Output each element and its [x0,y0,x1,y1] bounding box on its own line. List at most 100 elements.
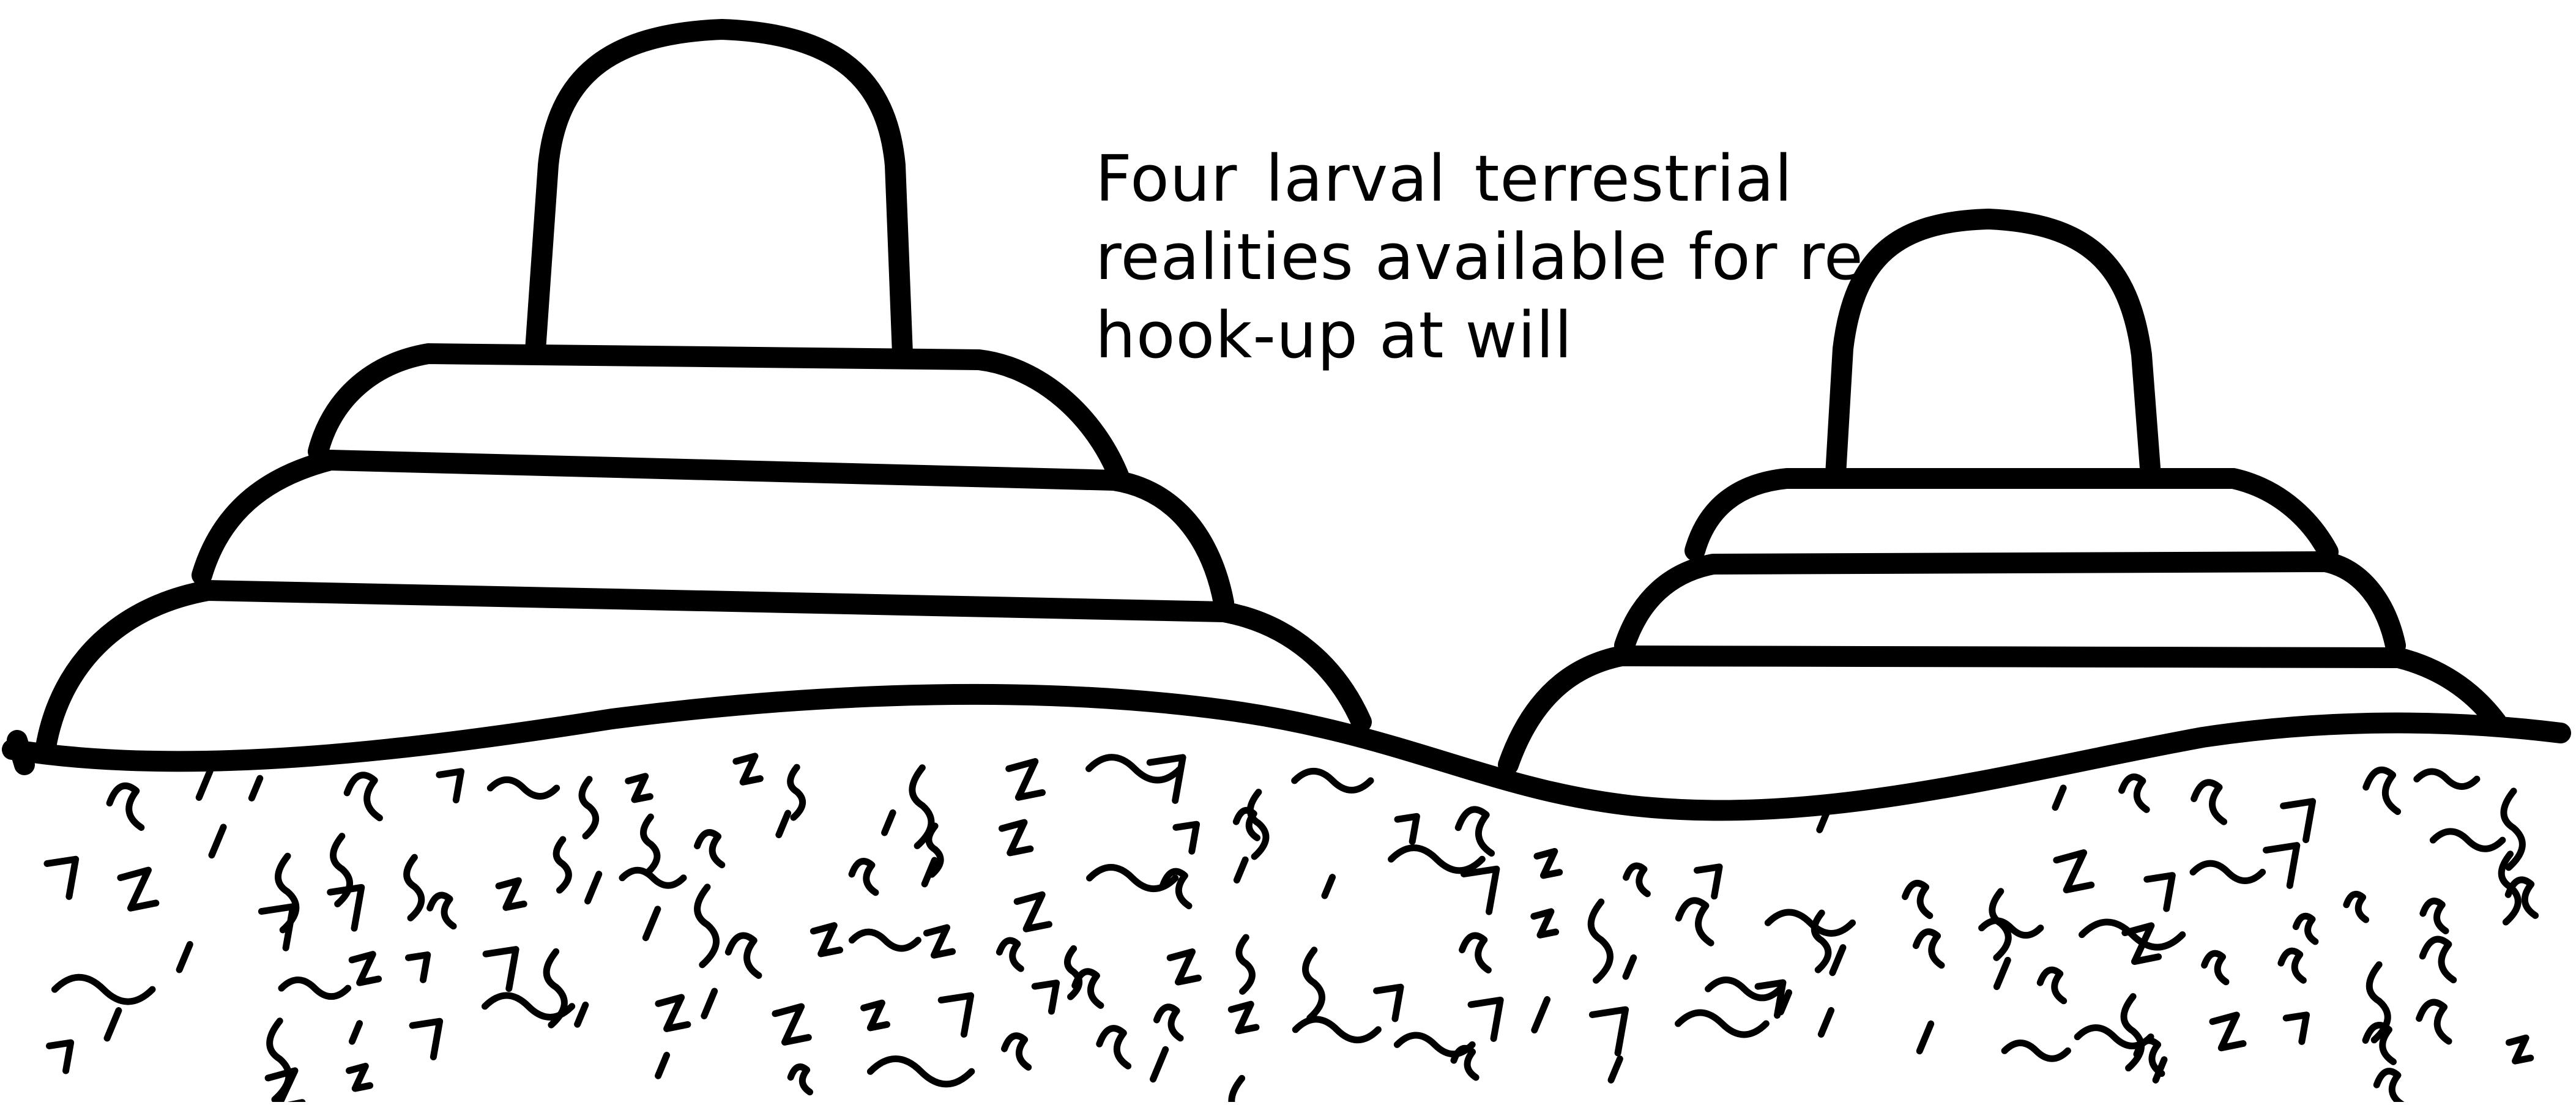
soil-squiggle [2156,1060,2164,1081]
soil-squiggle [1916,932,1941,965]
soil-squiggle [864,1003,887,1028]
small-mound-tier-bottom [1508,656,2496,765]
soil-squiggle [644,817,657,873]
large-mound-dome [535,29,903,354]
soil-squiggle [352,1024,359,1041]
soil-squiggle [2055,788,2063,808]
large-domed-mound [46,29,1361,746]
ground-end-tick [17,740,24,765]
soil-squiggle [1017,895,1049,929]
soil-squiggle [2286,1015,2306,1042]
soil-squiggle [412,1021,440,1057]
soil-squiggle [1905,883,1929,915]
soil-squiggle [2124,997,2142,1068]
soil-squiggle [110,786,141,827]
soil-squiggle [1458,809,1491,854]
soil-squiggle [658,997,688,1029]
soil-squiggle [54,977,152,1002]
soil-squiggle [658,1055,667,1076]
soil-squiggle [791,1067,810,1092]
small-mound-tier-middle [1625,562,2395,646]
soil-squiggle [1462,936,1489,970]
soil-squiggle [2213,1015,2243,1048]
soil-squiggle [2284,802,2313,840]
soil-squiggle [736,756,761,782]
soil-squiggle [1176,824,1197,851]
caption-line-2: realities available for re- [1095,218,1793,296]
soil-squiggle [1591,902,1610,980]
soil-squiggle [2366,770,2398,811]
soil-squiggle [107,1011,119,1038]
soil-squiggle [1821,1010,1831,1034]
caption-line-1: Four larval terrestrial [1095,140,1793,218]
soil-squiggle [1626,958,1634,977]
caption-line-3: hook-up at will [1095,296,1793,374]
soil-squiggle [2423,901,2446,931]
soil-squiggle [47,859,76,896]
soil-squiggle [2266,846,2297,886]
soil-squiggle [999,940,1021,969]
soil-squiggle [646,909,658,938]
soil-squiggle [1678,901,1711,943]
soil-squiggle [2281,951,2304,980]
soil-squiggle [281,980,348,997]
soil-squiggle [352,954,378,983]
soil-squiggle [199,771,210,797]
soil-squiggle [556,839,568,890]
soil-squiggle [2147,876,2173,909]
soil-squiggle [1997,960,2008,986]
soil-squiggle [1377,987,1401,1019]
soil-squiggle [1678,1013,1766,1035]
soil-squiggle [2194,783,2224,822]
soil-squiggle [1464,869,1496,912]
soil-squiggle [1537,851,1560,875]
soil-squiggle [704,991,715,1016]
soil-squiggle [925,860,934,884]
soil-squiggle [1325,877,1333,896]
soil-squiggle [50,1043,71,1071]
small-mound-tier-top [1695,478,2328,552]
soil-squiggle [2422,939,2454,980]
soil-squiggle [1067,948,1079,997]
soil-squiggle [1250,792,1266,857]
soil-squiggle [1005,1036,1029,1068]
soil-squiggle [1153,1049,1166,1079]
ground-line [12,694,2561,811]
soil-squiggle [439,772,461,800]
soil-squiggle [1592,1010,1625,1053]
soil-squiggle [852,932,918,948]
soil-squiggle [486,950,516,989]
soil-squiggle [578,1005,586,1024]
soil-squiggle [347,775,379,818]
soil-squiggle [870,1059,971,1084]
soil-squiggle [813,926,839,954]
soil-squiggle [1170,952,1198,983]
soil-squiggle [1919,1024,1931,1051]
soil-squiggle [1239,937,1253,991]
soil-squiggle [1814,913,1828,970]
soil-squiggle [2193,863,2263,880]
caption-text: Four larval terrestrial realities availa… [1095,140,1793,374]
soil-squiggle [1237,860,1245,880]
soil-squiggle [1471,1000,1500,1038]
large-mound-tier-middle [202,460,1224,603]
soil-squiggle [1232,1078,1251,1102]
soil-squiggle [2433,832,2502,849]
soil-squiggle [2296,916,2315,942]
soil-squiggle [1231,1004,1256,1031]
soil-squiggle [2122,777,2147,810]
soil-squiggle [1295,771,1371,790]
soil-squiggle [1009,762,1043,798]
soil-squiggle [1535,1000,1547,1030]
soil-squiggle [698,887,717,965]
soil-squiggle [2347,894,2366,920]
soil-squiggle [1768,912,1852,934]
soil-squiggle [251,778,259,798]
soil-squiggle [2417,772,2477,787]
soil-squiggle [628,776,650,800]
soil-squiggle [779,813,788,835]
soil-squiggle [1305,950,1322,1018]
soil-squiggle [2057,853,2091,890]
soil-squiggle [2005,1043,2068,1058]
